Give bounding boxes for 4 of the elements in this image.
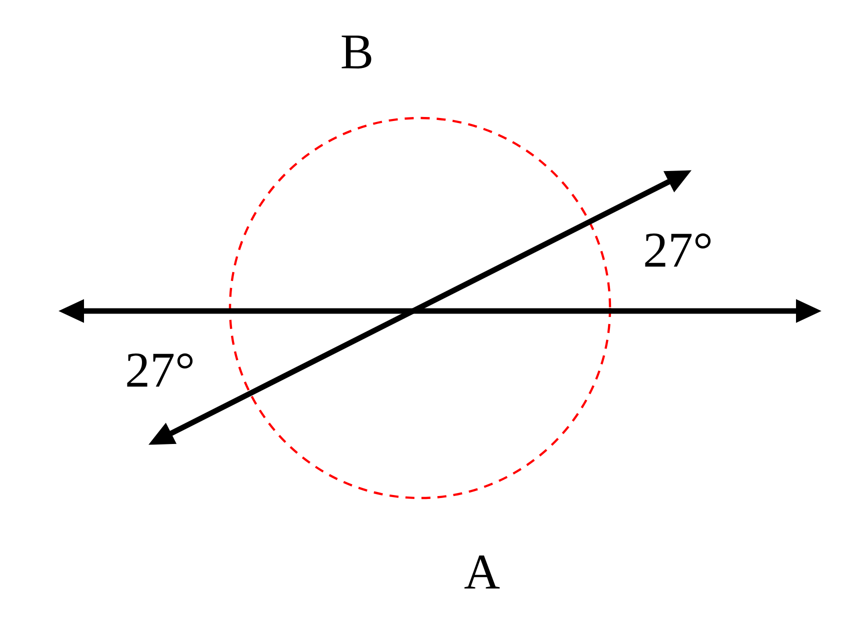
angle-label: 27° <box>127 353 193 387</box>
point-label: A <box>464 556 500 588</box>
point-label: B <box>342 36 372 68</box>
angle-label: 27° <box>645 233 711 267</box>
